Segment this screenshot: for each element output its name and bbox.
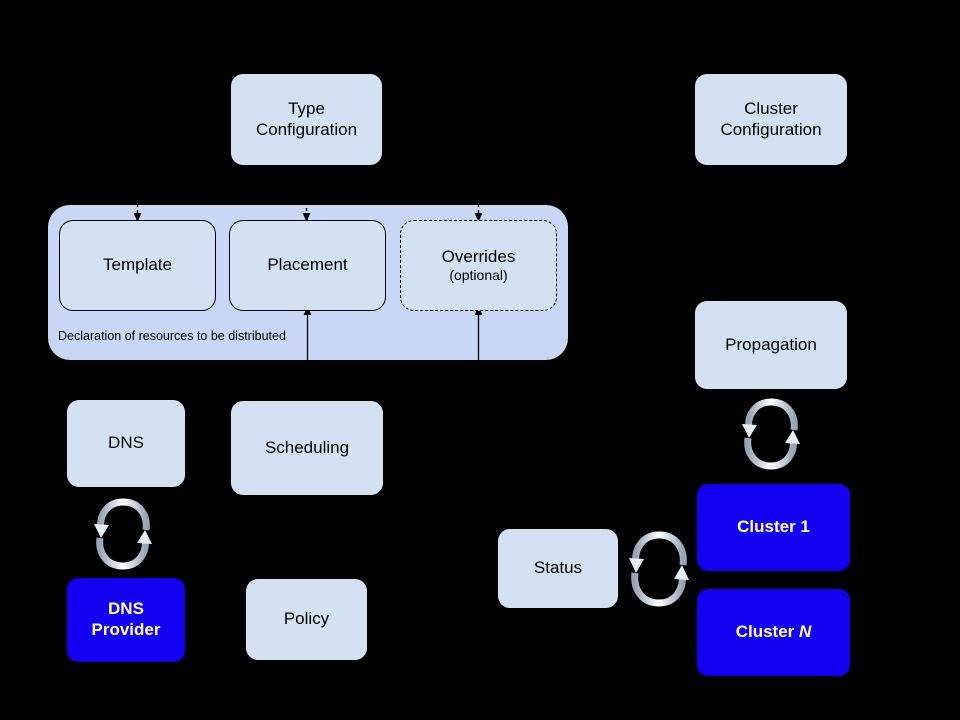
connector-typeconfig-to-template xyxy=(130,198,146,224)
node-overrides-label: Overrides (optional) xyxy=(441,246,516,284)
connector-scheduling-to-placement xyxy=(300,306,316,402)
node-cluster-n-label: Cluster N xyxy=(735,622,812,642)
node-dns-provider[interactable]: DNS Provider xyxy=(67,578,185,662)
node-overrides-sublabel: (optional) xyxy=(449,267,508,284)
node-placement[interactable]: Placement xyxy=(229,220,386,311)
sync-arrows-icon xyxy=(626,528,692,610)
node-cluster-configuration[interactable]: Cluster Configuration xyxy=(695,74,847,165)
node-status-label: Status xyxy=(533,558,583,578)
node-propagation-label: Propagation xyxy=(725,334,817,354)
node-scheduling[interactable]: Scheduling xyxy=(231,401,383,495)
node-cluster-1-label: Cluster 1 xyxy=(737,517,810,537)
node-type-configuration[interactable]: Type Configuration xyxy=(231,74,382,165)
node-type-configuration-label: Type Configuration xyxy=(255,98,358,139)
sync-arrows-icon xyxy=(738,396,804,472)
connector-typeconfig-to-placement xyxy=(299,166,315,224)
node-dns[interactable]: DNS xyxy=(67,400,185,487)
node-template[interactable]: Template xyxy=(59,220,216,311)
connector-policy-to-overrides xyxy=(471,306,487,402)
group-caption: Declaration of resources to be distribut… xyxy=(58,329,286,343)
node-scheduling-label: Scheduling xyxy=(264,437,350,457)
node-status[interactable]: Status xyxy=(498,529,618,608)
node-dns-provider-label: DNS Provider xyxy=(91,599,161,639)
node-dns-label: DNS xyxy=(108,433,144,453)
node-placement-label: Placement xyxy=(267,255,348,275)
node-cluster-1[interactable]: Cluster 1 xyxy=(697,484,850,571)
connector-typeconfig-to-overrides xyxy=(471,198,487,224)
sync-arrows-icon xyxy=(90,496,156,572)
node-template-label: Template xyxy=(103,255,172,275)
node-policy-label: Policy xyxy=(283,609,330,629)
node-cluster-n[interactable]: Cluster N xyxy=(697,589,850,676)
node-overrides[interactable]: Overrides (optional) xyxy=(400,220,557,311)
node-propagation[interactable]: Propagation xyxy=(695,301,847,389)
node-policy[interactable]: Policy xyxy=(246,579,367,660)
node-cluster-configuration-label: Cluster Configuration xyxy=(720,98,822,139)
